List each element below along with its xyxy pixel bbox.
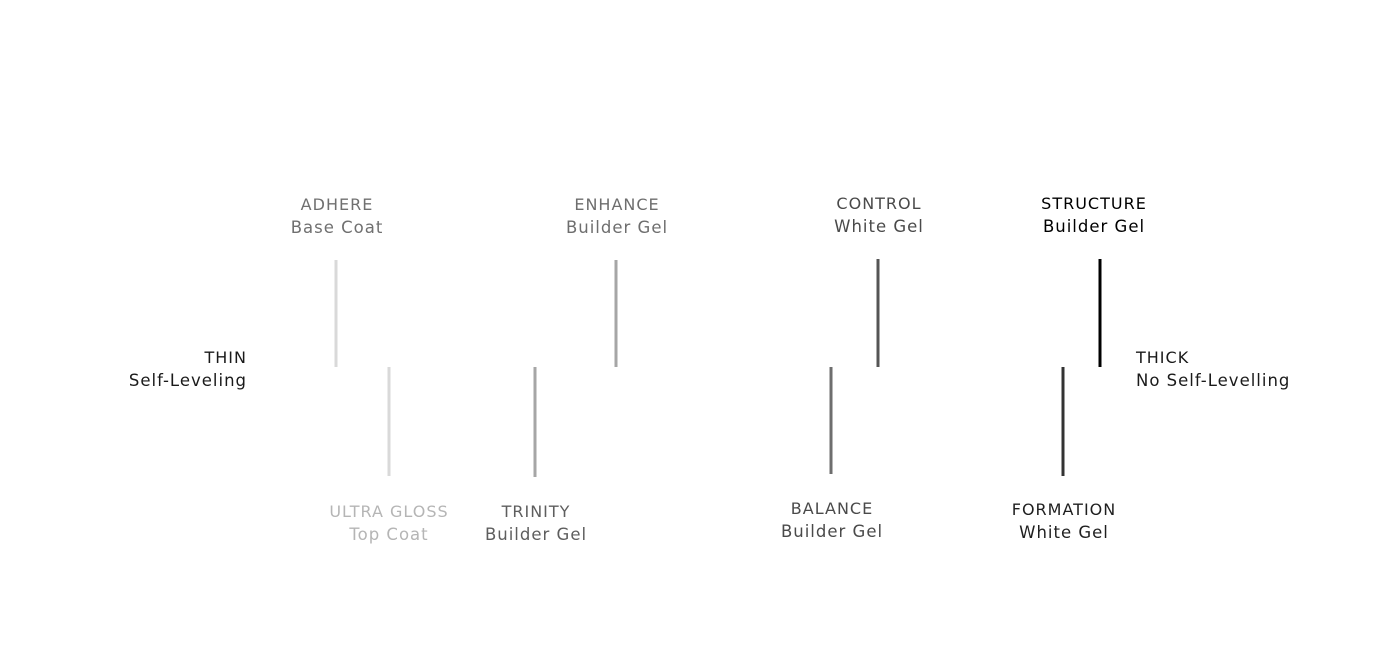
product-name-formation: FORMATION xyxy=(1011,500,1117,519)
product-type-enhance: Builder Gel xyxy=(565,218,669,237)
product-type-control: White Gel xyxy=(834,217,924,236)
product-name-structure: STRUCTURE xyxy=(1041,194,1147,213)
product-name-trinity: TRINITY xyxy=(501,502,571,521)
product-name-control: CONTROL xyxy=(836,194,922,213)
product-name-balance: BALANCE xyxy=(790,499,874,518)
product-type-ultra-gloss: Top Coat xyxy=(349,525,429,544)
thin-end-subtitle: Self-Leveling xyxy=(128,371,247,390)
product-type-structure: Builder Gel xyxy=(1042,217,1146,236)
product-type-adhere: Base Coat xyxy=(290,218,384,237)
product-name-enhance: ENHANCE xyxy=(574,195,660,214)
thin-end-title: THIN xyxy=(204,348,247,367)
product-type-balance: Builder Gel xyxy=(780,522,884,541)
thick-end-title: THICK xyxy=(1136,348,1190,367)
product-name-ultra-gloss: ULTRA GLOSS xyxy=(329,502,449,521)
product-name-adhere: ADHERE xyxy=(300,195,374,214)
thick-end-subtitle: No Self-Levelling xyxy=(1136,371,1291,390)
product-type-trinity: Builder Gel xyxy=(484,525,588,544)
product-type-formation: White Gel xyxy=(1019,523,1109,542)
